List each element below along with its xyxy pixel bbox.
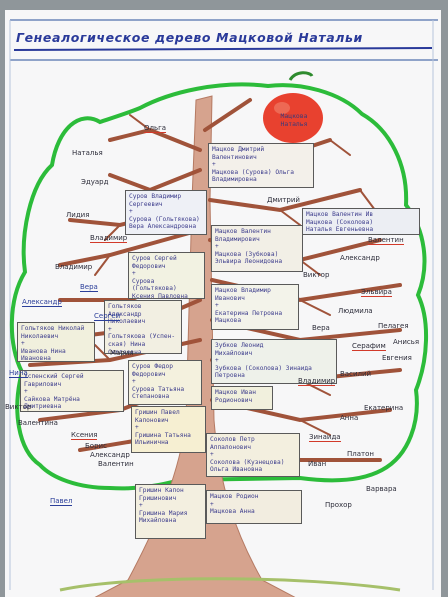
branch-name: Василий <box>340 370 372 378</box>
branch-name: Дмитрий <box>267 196 300 204</box>
branch-name: Александр <box>90 451 130 459</box>
branch-name: Зинаида <box>309 433 341 442</box>
family-box: Успенский Сергей Гаврилович + Сайкова Ма… <box>20 370 124 412</box>
branch-name: Борис <box>85 442 107 450</box>
poster-title: Генеалогическое дерево Мацковой Натальи <box>16 30 363 45</box>
family-box: Суров Владимир Сергеевич + Сурова (Гольт… <box>125 190 207 235</box>
family-box: Зубков Леонид Михайлович + Зубкова (Соко… <box>211 339 337 384</box>
apple-label: Мацкова Наталья <box>280 112 308 128</box>
branch-name: Валентин <box>368 236 404 245</box>
family-box: Мацков Валентин Ив Мацкова (Соколова) На… <box>302 208 420 235</box>
branch-name: Пелагея <box>378 322 409 330</box>
branch-name: Евгения <box>382 354 412 362</box>
family-box: Гришин Капон Гришинович + Гришина Мария … <box>135 484 206 539</box>
family-box: Мацков Дмитрий Валентинович + Мацкова (С… <box>208 143 314 188</box>
branch-name: Виктор <box>303 271 330 279</box>
branch-name: Сергей <box>94 312 121 321</box>
branch-name: Владимир <box>90 234 128 243</box>
branch-name: Виктор <box>5 403 32 411</box>
branch-name: Валентина <box>18 419 58 427</box>
family-box: Мацков Валентин Владимирович + Мацкова (… <box>211 225 303 272</box>
branch-name: Александр <box>22 298 62 307</box>
family-box: Гришин Павел Капонович + Гришина Татьяна… <box>131 406 206 453</box>
branch-name: Прохор <box>325 501 352 509</box>
family-box: Мацков Иван Родионович <box>211 386 273 410</box>
branch-name: Владимир <box>55 263 93 271</box>
branch-name: Эльвира <box>361 288 392 297</box>
branch-name: Наталья <box>72 149 103 157</box>
family-box: Мацков Родион + Мацкова Анна <box>206 490 302 524</box>
branch-name: Вера <box>312 324 330 332</box>
branch-name: Иван <box>308 460 327 468</box>
branch-name: Вера <box>80 283 98 292</box>
branch-name: Ксения <box>71 431 98 440</box>
branch-name: Валентин <box>98 460 134 468</box>
branch-name: Анна <box>340 414 359 422</box>
family-box: Суров Федор Федорович + Сурова Татьяна С… <box>128 360 202 405</box>
branch-name: Анисья <box>393 338 420 346</box>
branch-name: Владимир <box>298 377 336 386</box>
family-box: Мацков Владимир Иванович + Екатерина Пет… <box>211 284 299 330</box>
family-box: Соколов Петр Аппалонович + Соколова (Куз… <box>206 433 300 477</box>
branch-name: Варвара <box>366 485 397 493</box>
branch-name: Павел <box>50 497 73 506</box>
branch-name: Платон <box>347 450 374 458</box>
branch-name: Лидия <box>66 211 90 219</box>
branch-name: Екатерина <box>364 404 404 412</box>
tree-crown-outline <box>9 82 429 491</box>
family-box: Суров Сергей Федорович + Сурова (Гольтяк… <box>128 252 205 299</box>
branch-name: Александр <box>340 254 380 262</box>
family-box: Гольтяков Николай Николаевич + Иванова Н… <box>17 322 95 362</box>
branch-name: Людмила <box>338 307 373 315</box>
branch-name: Серафим <box>352 342 386 351</box>
branch-name: Мария <box>110 349 134 357</box>
branch-name: Эдуард <box>81 178 109 186</box>
branch-name: Ольга <box>144 124 167 133</box>
family-box: Гольтяков Александр Николаевич + Гольтяк… <box>104 300 182 354</box>
branch-name: Нина <box>9 369 28 378</box>
apple-icon <box>263 71 323 143</box>
